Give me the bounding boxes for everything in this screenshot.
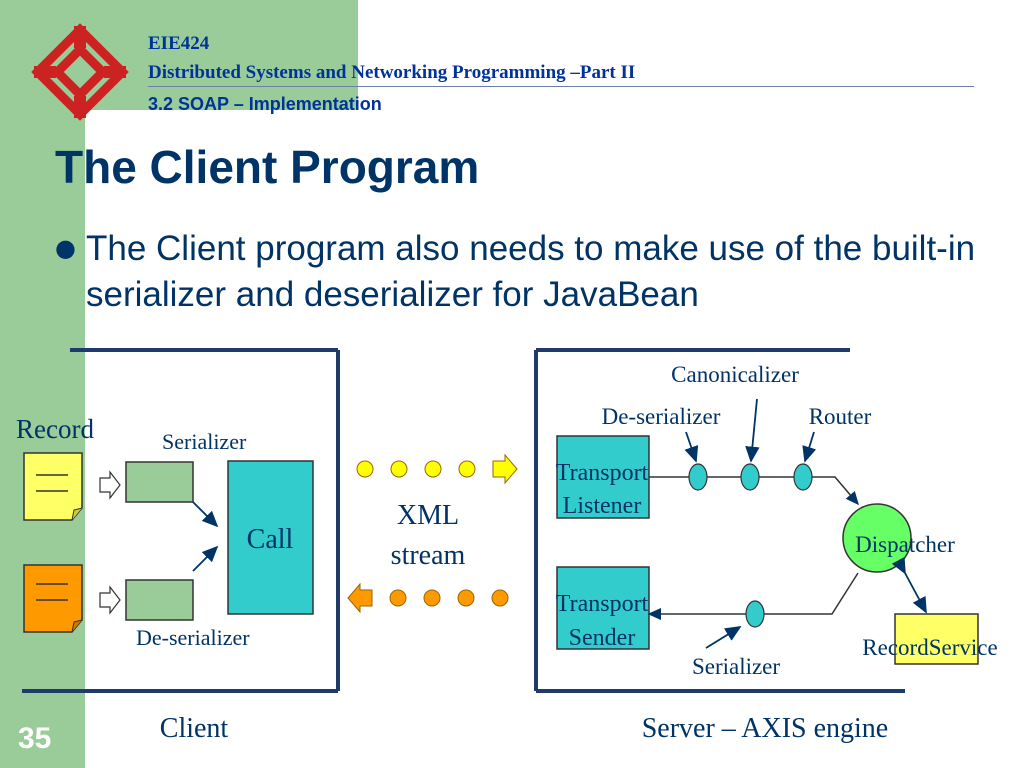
transport-sender-box [556,566,650,650]
server-serializer-label: Serializer [692,654,780,679]
slide-number: 35 [18,722,52,755]
serializer-pointer [705,626,742,649]
client-caption: Client [160,713,229,744]
university-logo-icon [31,23,129,121]
canonicalizer-label: Canonicalizer [671,362,799,387]
call-to-deserializer-arrow [192,545,219,572]
call-box [227,460,314,615]
record-service-label: RecordService [862,635,997,660]
deserializer-node [688,463,708,491]
dispatcher-node [842,503,912,573]
section-title: 3.2 SOAP – Implementation [148,94,382,114]
hollow-arrow-icon [99,470,121,500]
server-deserializer-label: De-serializer [602,404,721,429]
request-path [649,476,859,506]
server-caption: Server – AXIS engine [642,713,889,744]
outgoing-stream [356,453,518,485]
call-label: Call [247,524,294,555]
sidebar-band [0,0,85,768]
client-serializer-box [125,461,194,503]
bullet-dot-icon: ● [55,234,76,262]
incoming-stream [347,582,509,614]
client-frame [22,348,340,693]
transport-listener-line2: Listener [563,493,642,519]
transport-listener-line1: Transport [556,460,649,486]
transport-sender-line2: Sender [569,625,636,651]
record-doc-orange-icon [23,564,83,633]
router-node [793,463,813,491]
client-deserializer-box [125,579,194,621]
header-band [85,0,358,110]
record-label: Record [16,414,94,444]
soap-flow-diagram: Record Serializer De-serializer Call Cli… [16,348,998,744]
record-doc-yellow-icon [23,452,83,521]
response-path [647,572,859,620]
dispatcher-label: Dispatcher [855,532,955,557]
xml-stream-line1: XML [397,500,459,531]
serializer-to-call-arrow [192,501,219,528]
record-service-box [894,613,979,665]
deserializer-pointer [684,431,699,463]
router-label: Router [809,404,872,429]
canonicalizer-pointer [745,398,760,463]
hollow-arrow-icon [99,585,121,615]
header-divider [148,86,974,87]
serializer-node [745,600,765,628]
dispatcher-service-link [891,556,927,614]
server-frame [534,348,905,693]
course-code: EIE424 [148,33,210,54]
canonicalizer-node [740,463,760,491]
client-serializer-label: Serializer [162,429,247,454]
transport-listener-box [556,435,650,519]
course-title: Distributed Systems and Networking Progr… [148,62,636,83]
router-pointer [802,431,817,463]
slide-title: The Client Program [55,141,480,193]
transport-sender-line1: Transport [556,591,649,617]
xml-stream-line2: stream [391,540,466,571]
client-deserializer-label: De-serializer [136,625,250,650]
bullet-text: The Client program also needs to make us… [86,229,976,314]
